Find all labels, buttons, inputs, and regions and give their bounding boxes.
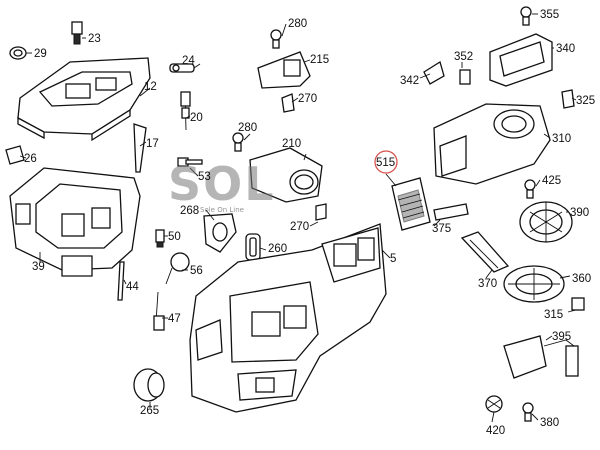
blower-motor-390-part [519,201,573,243]
part-label-50: 50 [168,231,181,243]
blower-housing-310-part [433,103,551,185]
part-label-268: 268 [180,205,199,217]
bracket-342-part [423,60,445,85]
filter-cylinder-part [133,368,165,402]
connector-315-part [571,297,585,311]
screw-380-part [522,402,534,422]
part-label-280-top: 280 [288,18,307,30]
part-label-260: 260 [268,243,287,255]
bracket-part [203,213,237,253]
clip-270-part [281,93,295,113]
part-label-44: 44 [126,281,139,293]
clip-325-part [561,89,575,109]
rod-44-part [117,261,125,301]
part-label-425: 425 [542,175,561,187]
filter-housing-340-part [489,33,553,87]
lower-housing-part [9,167,141,277]
screw-355-part [520,6,532,26]
part-label-280-mid: 280 [238,122,257,134]
part-label-342: 342 [400,75,419,87]
part-label-360: 360 [572,273,591,285]
clip-26-part [5,145,25,165]
part-label-375: 375 [432,223,451,235]
part-label-420: 420 [486,425,505,437]
part-label-370: 370 [478,278,497,290]
watermark-subtext: Sole On Line [200,206,244,214]
part-label-5: 5 [390,253,396,265]
screw-280b-part [232,132,244,152]
highlight-circle [374,150,398,174]
duct-215-part [257,51,311,89]
rod-part [133,123,147,173]
cabin-filter-part [391,177,431,231]
part-label-270-top: 270 [298,93,317,105]
part-label-315: 315 [544,309,563,321]
watermark-text: SOL [168,157,276,211]
part-label-395: 395 [552,331,571,343]
clip-270b-part [315,203,327,221]
plug-part [155,229,165,248]
part-label-340: 340 [556,43,575,55]
fan-cover-360-part [503,265,565,303]
part-label-53: 53 [198,171,211,183]
part-label-20: 20 [190,112,203,124]
main-housing-part [189,223,387,413]
part-label-56: 56 [190,265,203,277]
duct-210-part [249,147,323,203]
part-label-210: 210 [282,138,301,150]
part-label-310: 310 [552,133,571,145]
part-label-515: 515 [376,157,395,169]
part-label-39: 39 [32,261,45,273]
upper-housing-part [17,57,151,142]
screw-280-part [270,29,282,49]
sensor-part [71,21,83,45]
part-label-380: 380 [540,417,559,429]
part-label-355: 355 [540,9,559,21]
part-label-23: 23 [88,33,101,45]
part-label-215: 215 [310,54,329,66]
seal-260-part [245,233,261,261]
lever-375-part [433,203,469,221]
part-label-29: 29 [34,48,47,60]
part-label-26: 26 [24,153,37,165]
harness-395-part [503,335,579,379]
part-labels: 29 23 12 24 20 17 26 53 39 268 50 56 44 … [24,9,595,437]
clip-352-part [459,69,471,85]
grommet-part [9,46,27,60]
bracket-370-part [460,231,510,273]
screw-425-part [524,179,536,199]
part-label-265: 265 [140,405,159,417]
connector-420-part [485,395,503,413]
part-label-352: 352 [454,51,473,63]
part-label-12: 12 [144,81,157,93]
part-label-270-mid: 270 [290,221,309,233]
watermark-logo: SOL Sole On Line [168,157,276,214]
bolt-part [177,157,203,167]
part-label-325: 325 [576,95,595,107]
leader-lines [19,13,577,423]
sensor-cable-part [180,91,191,131]
cable-47-part [153,291,165,331]
part-label-17: 17 [146,138,159,150]
flap-part [165,252,190,285]
part-label-24: 24 [182,55,195,67]
part-label-390: 390 [570,207,589,219]
part-label-47: 47 [168,313,181,325]
